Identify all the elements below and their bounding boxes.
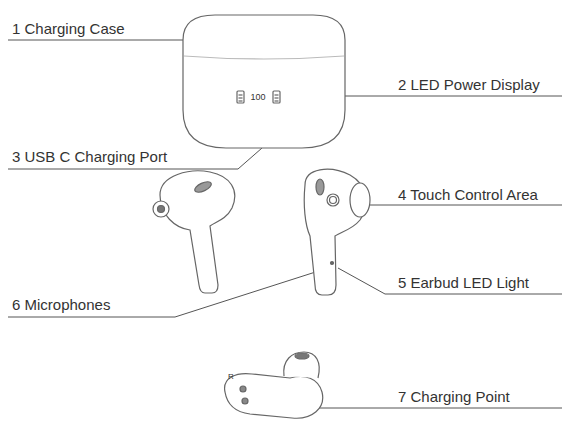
charging-contact <box>242 398 248 404</box>
led-dot <box>331 262 334 265</box>
earbud-body <box>225 374 323 419</box>
battery-bar <box>239 97 243 98</box>
part-label: 1 Charging Case <box>12 21 125 36</box>
battery-bar <box>275 94 279 95</box>
battery-bar <box>275 100 279 101</box>
part-label: 5 Earbud LED Light <box>398 275 529 290</box>
right-earbud <box>304 169 370 295</box>
bottom-earbud <box>225 352 323 418</box>
ear-tip <box>153 201 169 217</box>
sensor <box>316 179 324 195</box>
battery-icon <box>273 91 280 103</box>
battery-bar <box>239 100 243 101</box>
part-label: 4 Touch Control Area <box>398 187 538 202</box>
ear-tip-hole <box>158 206 165 213</box>
leader-line <box>8 268 328 317</box>
earbud-body <box>160 171 235 293</box>
display-readout: 100 <box>250 93 265 102</box>
sensor <box>193 180 213 195</box>
part-label: 6 Microphones <box>12 297 110 312</box>
leader-line <box>8 148 262 169</box>
ear-tip <box>284 352 319 378</box>
part-label: 2 LED Power Display <box>398 77 540 92</box>
lid-seam <box>184 56 344 59</box>
battery-icon <box>237 91 244 103</box>
touch-area <box>327 194 339 206</box>
battery-bar <box>275 97 279 98</box>
battery-bar <box>239 94 243 95</box>
side-mark: R <box>228 373 234 381</box>
ear-tip <box>350 183 370 217</box>
part-label: 3 USB C Charging Port <box>12 149 167 164</box>
touch-area <box>330 197 337 204</box>
ear-tip-hole <box>295 353 309 359</box>
leader-line <box>338 268 562 294</box>
part-label: 7 Charging Point <box>398 389 510 404</box>
left-earbud <box>153 171 235 293</box>
case-body <box>183 15 345 148</box>
charging-contact <box>240 386 246 392</box>
charging-case <box>183 15 345 148</box>
